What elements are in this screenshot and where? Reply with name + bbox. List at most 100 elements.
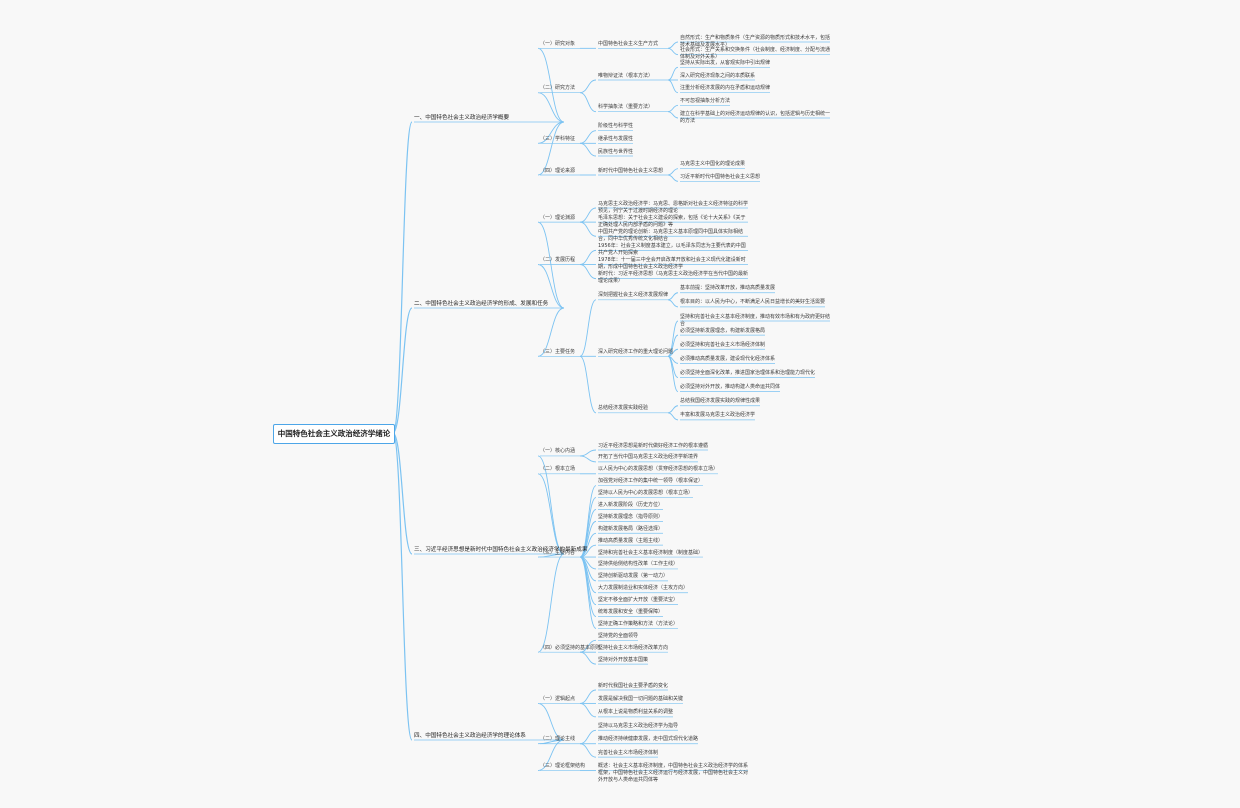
leaf-node[interactable]: 1956年：社会主义制度基本建立，以毛泽东同志为主要代表的中国共产党人开始探索 [598,242,746,256]
connector [579,556,597,606]
leaf-node[interactable]: 社会形式：生产关系和交换条件（社会制度、经济制度、分配与流通体制及对外关系） [680,47,831,61]
leaf-node[interactable]: 1978年：十一届三中全会开启改革开放和社会主义现代化建设新时期，形成中国特色社… [598,257,746,270]
topic-node[interactable]: 中国特色社会主义生产方式 [598,40,659,47]
leaf-node[interactable]: 构建新发展格局（路径选择） [598,525,664,532]
leaf-node[interactable]: 不可忽视抽象分析方法 [680,97,731,104]
leaf-node[interactable]: 从根本上说是物质利益关系的调整 [598,709,674,716]
leaf-node[interactable]: 坚持对外开放基本国策 [598,656,649,663]
leaf-node[interactable]: 推动高质量发展（主题主线） [598,537,664,544]
leaf-node[interactable]: 坚持以马克思主义政治经济学为指导 [598,722,679,729]
leaf-node[interactable]: 坚定不移全面扩大开放（重要法宝） [598,597,679,604]
leaf-node[interactable]: 民族性与世界性 [598,148,634,155]
category-node[interactable]: （二）研究方法 [540,85,576,92]
leaf-node[interactable]: 总结我国经济发展实践的规律性成果 [680,398,761,405]
topic-node[interactable]: 科学抽象法（重要方法） [598,104,654,111]
leaf-node[interactable]: 完善社会主义市场经济体制 [598,749,659,756]
connector [579,130,597,144]
connector [537,121,565,176]
connector [579,651,597,665]
leaf-node[interactable]: 根本目的：以人民为中心，不断满足人民日益增长的美好生活需要 [680,299,826,306]
category-node[interactable]: （二）根本立场 [540,466,576,473]
connector [667,168,679,176]
connector [667,355,679,393]
connector [537,553,565,653]
topic-node[interactable]: 唯物辩证法（根本方法） [598,72,654,79]
leaf-node[interactable]: 深入研究经济现象之间的本质联系 [680,72,756,79]
connector [667,111,679,119]
root-node[interactable]: 中国特色社会主义政治经济学绪论 [273,424,395,444]
connector [579,449,597,457]
leaf-node[interactable]: 坚持以人民为中心的发展思想（根本立场） [598,490,694,497]
connector [579,743,597,758]
category-node[interactable]: （二）发展历程 [540,257,576,263]
branch-node-1[interactable]: 一、中国特色社会主义政治经济学概要 [414,114,510,121]
leaf-node[interactable]: 阶级性与科学性 [598,123,634,130]
leaf-node[interactable]: 进入新发展阶段（历史方位） [598,501,664,508]
leaf-node[interactable]: 坚持和完善社会主义基本经济制度（制度基础） [598,549,704,556]
leaf-node[interactable]: 继承性与发展性 [598,135,634,142]
category-node[interactable]: （四）必须坚持的基本原则 [540,644,601,651]
leaf-node[interactable]: 马克思主义中国化的理论成果 [680,161,746,168]
leaf-node[interactable]: 丰富和发展马克思主义政治经济学 [680,412,756,419]
leaf-node[interactable]: 推动经济持续健康发展，走中国式现代化道路 [598,736,699,743]
leaf-node[interactable]: 毛泽东思想：关于社会主义建设的探索，包括《论十大关系》《关于正确处理人民内部矛盾… [598,214,746,228]
category-node[interactable]: （一）逻辑起点 [540,695,576,702]
category-node[interactable]: （三）理论框架结构 [540,763,586,770]
leaf-node[interactable]: 坚持新发展理念（指导原则） [598,513,664,520]
leaf-node[interactable]: 建立在科学基础上的对经济运动规律的认识，包括逻辑与历史相统一的方法 [680,110,831,124]
leaf-node[interactable]: 坚持供给侧结构性改革（工作主线） [598,561,679,568]
topic-node[interactable]: 总结经济发展实践经验 [598,405,649,412]
topic-node[interactable]: 深入研究经济工作的重大理论问题 [598,348,674,355]
leaf-node[interactable]: 发展是解决我国一切问题的基础和关键 [598,695,684,702]
connector [579,142,597,157]
leaf-node[interactable]: 习近平经济思想是新时代做好经济工作的根本遵循 [598,442,709,449]
leaf-node[interactable]: 加强党对经济工作的集中统一领导（根本保证） [598,478,704,485]
leaf-node[interactable]: 坚持创新驱动发展（第一动力） [598,573,669,580]
category-node[interactable]: （一）核心内涵 [540,448,576,455]
connector [667,79,679,94]
leaf-node[interactable]: 开拓了当代中国马克思主义政治经济学新境界 [598,454,699,461]
leaf-node[interactable]: 中国共产党的理论创新：马克思主义基本原理同中国具体实际相结合，同中华优秀传统文化… [598,228,744,242]
leaf-node[interactable]: 大力发展制造业和实体经济（主攻方向） [598,585,689,592]
leaf-node[interactable]: 必须坚持对外开放，推动构建人类命运共同体 [680,384,781,391]
leaf-node[interactable]: 统筹发展和安全（重要保障） [598,609,664,616]
leaf-node[interactable]: 新时代我国社会主要矛盾的变化 [598,682,669,689]
category-node[interactable]: （四）理论来源 [540,167,576,174]
connector [579,299,597,357]
leaf-node[interactable]: 坚持社会主义市场经济改革方向 [598,644,669,651]
connector [667,66,679,81]
category-node[interactable]: （三）学科特征 [540,135,576,142]
leaf-node[interactable]: 坚持从实际出发，从客观实际中引出规律 [680,59,771,66]
leaf-node[interactable]: 马克思主义政治经济学：马克思、恩格斯对社会主义经济特征的科学预见，列宁关于过渡时… [598,200,749,214]
leaf-node[interactable]: 必须坚持和完善社会主义市场经济体制 [680,341,766,348]
connector [537,473,565,555]
leaf-node[interactable]: 必须坚持新发展理念，构建新发展格局 [680,327,766,334]
connector [667,299,679,308]
branch-node-2[interactable]: 二、中国特色社会主义政治经济学的形成、发展和任务 [414,300,549,307]
branch-node-3[interactable]: 三、习近平经济思想是新时代中国特色社会主义政治经济学的最新成果 [414,546,588,553]
connector [537,264,565,309]
leaf-node[interactable]: 必须推动高质量发展，建设现代化经济体系 [680,355,776,362]
leaf-node[interactable]: 以人民为中心的发展思想（贯穿经济思想的根本立场） [598,466,719,473]
leaf-node[interactable]: 基本前提：坚持改革开放，推动高质量发展 [680,285,776,292]
leaf-node[interactable]: 注重分析经济发展的内在矛盾和运动规律 [680,85,771,92]
connector [392,121,413,434]
leaf-node[interactable]: 坚持党的全面领导 [598,632,639,639]
category-node[interactable]: （三）主要任务 [540,348,576,355]
category-node[interactable]: （一）理论渊源 [540,214,576,221]
leaf-node[interactable]: 自然形式：生产和物质条件（生产资源的物质形式和技术水平，包括技术基础及发展水平） [680,34,831,48]
leaf-node[interactable]: 坚持和完善社会主义基本经济制度，推动有效市场和有为政府更好结合 [680,313,831,327]
leaf-node[interactable]: 概述：社会主义基本经济制度，中国特色社会主义政治经济学的体系框架，中国特色社会主… [598,763,749,784]
category-node[interactable]: （一）研究对象 [540,40,576,47]
connector [537,455,565,555]
topic-node[interactable]: 新时代中国特色社会主义思想 [598,167,664,174]
leaf-node[interactable]: 坚持正确工作策略和方法（方法论） [598,620,679,627]
leaf-node[interactable]: 新时代：习近平经济思想（马克思主义政治经济学在当代中国的最新理论成果） [598,271,749,285]
category-node[interactable]: （三）主要内容 [540,549,576,556]
leaf-node[interactable]: 习近平新时代中国特色社会主义思想 [680,173,761,180]
branch-node-4[interactable]: 四、中国特色社会主义政治经济学的理论体系 [414,732,526,739]
leaf-node[interactable]: 必须坚持全面深化改革，推进国家治理体系和治理能力现代化 [680,370,816,376]
topic-node[interactable]: 深刻把握社会主义经济发展规律 [598,292,669,299]
category-node[interactable]: （二）理论主线 [540,736,576,743]
